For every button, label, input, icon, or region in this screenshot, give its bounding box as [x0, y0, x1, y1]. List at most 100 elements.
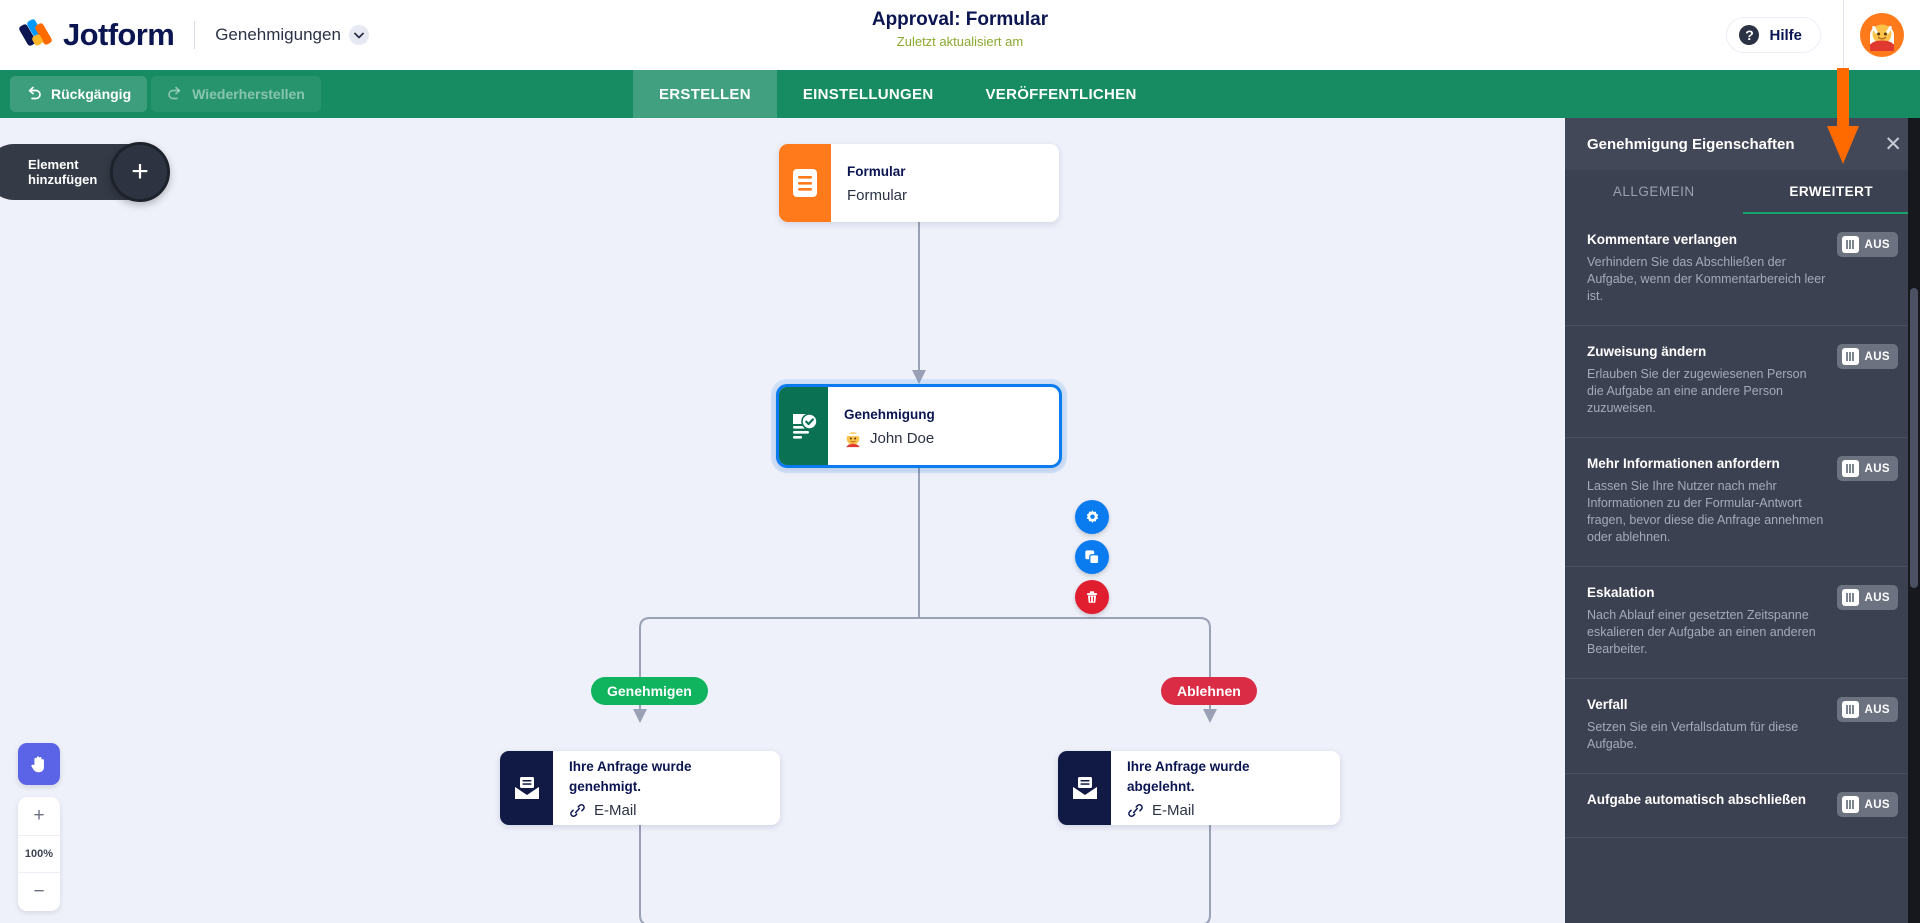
email-envelope-icon — [500, 751, 553, 825]
toggle-kommentare-verlangen[interactable]: AUS — [1836, 232, 1898, 257]
toggle-state-label: AUS — [1864, 462, 1890, 475]
toggle-knob-icon — [1841, 796, 1859, 813]
branch-label-approve[interactable]: Genehmigen — [591, 677, 708, 705]
breadcrumb[interactable]: Genehmigungen — [215, 25, 369, 45]
jotform-logo-icon — [18, 18, 54, 52]
zoom-level-label: 100% — [18, 835, 60, 873]
node-form[interactable]: Formular Formular — [779, 144, 1059, 222]
main-tabs: ERSTELLEN EINSTELLUNGEN VERÖFFENTLICHEN — [633, 70, 1163, 118]
undo-button-label: Rückgängig — [51, 86, 132, 102]
add-element-label: Element hinzufügen — [28, 157, 98, 187]
top-bar-divider — [1843, 0, 1844, 70]
toggle-aufgabe-automatisch-abschliessen[interactable]: AUS — [1836, 792, 1898, 817]
toggle-state-label: AUS — [1864, 703, 1890, 716]
redo-button[interactable]: Wiederherstellen — [151, 76, 321, 112]
node-rejected-email[interactable]: Ihre Anfrage wurde abgelehnt. E-Mail — [1058, 751, 1340, 825]
user-avatar-emoji-icon — [844, 430, 862, 448]
option-description: Setzen Sie ein Verfallsdatum für diese A… — [1587, 720, 1799, 751]
properties-panel-title: Genehmigung Eigenschaften — [1587, 135, 1795, 153]
link-icon — [569, 802, 586, 819]
chevron-down-icon[interactable] — [348, 25, 369, 45]
toggle-state-label: AUS — [1864, 350, 1890, 363]
option-row: Zuweisung ändern Erlauben Sie der zugewi… — [1565, 326, 1920, 438]
toggle-knob-icon — [1841, 236, 1859, 253]
question-mark-icon: ? — [1739, 25, 1760, 45]
option-description: Lassen Sie Ihre Nutzer nach mehr Informa… — [1587, 479, 1824, 544]
tab-erstellen[interactable]: ERSTELLEN — [633, 70, 777, 118]
node-form-subtitle: Formular — [847, 187, 908, 204]
logo-divider — [194, 21, 196, 49]
toggle-mehr-informationen-anfordern[interactable]: AUS — [1836, 456, 1898, 481]
approval-check-icon — [779, 387, 828, 465]
node-approval-assignee-name: John Doe — [870, 430, 935, 447]
panel-scrollbar-track[interactable] — [1908, 118, 1920, 923]
help-button[interactable]: ? Hilfe — [1726, 17, 1821, 53]
option-title: Zuweisung ändern — [1587, 344, 1707, 359]
hand-icon[interactable] — [18, 743, 60, 785]
zoom-in-button[interactable]: + — [33, 805, 45, 826]
tab-erweitert[interactable]: ERWEITERT — [1742, 170, 1920, 214]
branch-label-reject[interactable]: Ablehnen — [1161, 677, 1257, 705]
undo-redo-group: Rückgängig Wiederherstellen — [0, 70, 321, 118]
toggle-zuweisung-aendern[interactable]: AUS — [1836, 344, 1898, 369]
add-element-button[interactable]: Element hinzufügen + — [0, 142, 170, 202]
tab-veroeffentlichen[interactable]: VERÖFFENTLICHEN — [985, 85, 1137, 103]
workflow-canvas[interactable]: Element hinzufügen + Formular Formular — [0, 118, 1565, 923]
option-description: Verhindern Sie das Abschließen der Aufga… — [1587, 255, 1826, 303]
close-icon[interactable]: ✕ — [1884, 132, 1902, 156]
tab-einstellungen[interactable]: EINSTELLUNGEN — [802, 85, 934, 103]
top-bar-right: ? Hilfe — [1726, 0, 1920, 70]
node-rejected-email-body: Ihre Anfrage wurde abgelehnt. E-Mail — [1111, 751, 1340, 825]
redo-arrow-icon — [167, 85, 183, 104]
node-approval-assignee: John Doe — [844, 430, 935, 448]
node-approved-email-body: Ihre Anfrage wurde genehmigt. E-Mail — [553, 751, 780, 825]
tab-allgemein[interactable]: ALLGEMEIN — [1612, 183, 1695, 199]
toggle-state-label: AUS — [1864, 591, 1890, 604]
jotform-logo-text: Jotform — [63, 17, 175, 52]
toggle-eskalation[interactable]: AUS — [1836, 585, 1898, 610]
email-envelope-icon — [1058, 751, 1111, 825]
undo-button[interactable]: Rückgängig — [10, 76, 148, 112]
zoom-controls: + 100% − — [18, 797, 60, 911]
help-button-label: Hilfe — [1769, 26, 1802, 44]
form-document-icon — [779, 144, 831, 222]
option-row: Eskalation Nach Ablauf einer gesetzten Z… — [1565, 567, 1920, 679]
node-rejected-email-link-label: E-Mail — [1152, 802, 1195, 819]
node-approval-title: Genehmigung — [844, 406, 935, 422]
node-approved-email-link-label: E-Mail — [594, 802, 637, 819]
panel-scrollbar-thumb[interactable] — [1910, 288, 1918, 588]
jotform-logo[interactable]: Jotform — [18, 17, 175, 53]
toggle-verfall[interactable]: AUS — [1836, 697, 1898, 722]
toggle-knob-icon — [1841, 589, 1859, 606]
option-row: Aufgabe automatisch abschließen AUS — [1565, 774, 1920, 838]
zoom-out-button[interactable]: − — [33, 881, 45, 902]
option-row: Kommentare verlangen Verhindern Sie das … — [1565, 214, 1920, 326]
properties-panel-header: Genehmigung Eigenschaften ✕ — [1565, 118, 1920, 170]
undo-arrow-icon — [26, 85, 42, 104]
avatar[interactable] — [1860, 13, 1904, 57]
node-approved-email-title: Ihre Anfrage wurde genehmigt. — [569, 759, 692, 794]
option-row: Verfall Setzen Sie ein Verfallsdatum für… — [1565, 679, 1920, 774]
properties-options-list[interactable]: Kommentare verlangen Verhindern Sie das … — [1565, 214, 1920, 923]
copy-icon[interactable] — [1075, 540, 1109, 574]
breadcrumb-label: Genehmigungen — [215, 25, 341, 44]
node-rejected-email-title: Ihre Anfrage wurde abgelehnt. — [1127, 759, 1250, 794]
node-approval[interactable]: Genehmigung John Doe — [776, 384, 1062, 468]
node-form-title: Formular — [847, 164, 906, 179]
toggle-knob-icon — [1841, 348, 1859, 365]
orange-down-arrow-icon — [1827, 68, 1859, 164]
option-title: Kommentare verlangen — [1587, 232, 1738, 247]
trash-icon[interactable] — [1075, 580, 1109, 614]
option-title: Mehr Informationen anfordern — [1587, 456, 1780, 471]
gear-icon[interactable] — [1075, 500, 1109, 534]
plus-icon[interactable]: + — [110, 142, 170, 202]
redo-button-label: Wiederherstellen — [192, 86, 305, 102]
node-approved-email-subtitle: E-Mail — [569, 802, 760, 819]
option-title: Verfall — [1587, 697, 1628, 712]
toggle-state-label: AUS — [1864, 798, 1890, 811]
node-approved-email[interactable]: Ihre Anfrage wurde genehmigt. E-Mail — [500, 751, 780, 825]
option-title: Aufgabe automatisch abschließen — [1587, 792, 1807, 807]
toggle-state-label: AUS — [1864, 238, 1890, 251]
page-subtitle: Zuletzt aktualisiert am — [896, 34, 1024, 49]
option-title: Eskalation — [1587, 585, 1655, 600]
